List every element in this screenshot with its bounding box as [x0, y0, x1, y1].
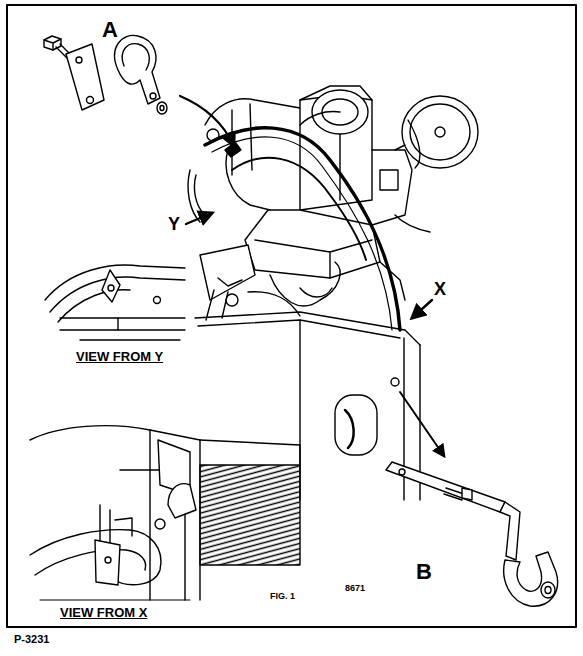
part-a-clamp-set [44, 35, 234, 146]
view-arrow [186, 213, 212, 224]
figure-number: FIG. 1 [270, 592, 295, 602]
engine [188, 86, 478, 316]
view-caption: VIEW FROM X [60, 606, 147, 620]
view-from-x [30, 426, 300, 600]
view-letter: X [434, 280, 446, 300]
view-from-y [45, 265, 185, 340]
frame [7, 5, 576, 627]
view-arrow [412, 300, 432, 318]
part-b-bracket-set [386, 462, 558, 606]
hose [205, 128, 400, 330]
view-caption: VIEW FROM Y [76, 350, 163, 364]
part-letter: A [102, 18, 118, 42]
view-letter: Y [168, 215, 180, 235]
plate-number: P-3231 [14, 633, 49, 645]
drawing-number: 8671 [345, 584, 365, 594]
part-letter: B [416, 560, 432, 584]
